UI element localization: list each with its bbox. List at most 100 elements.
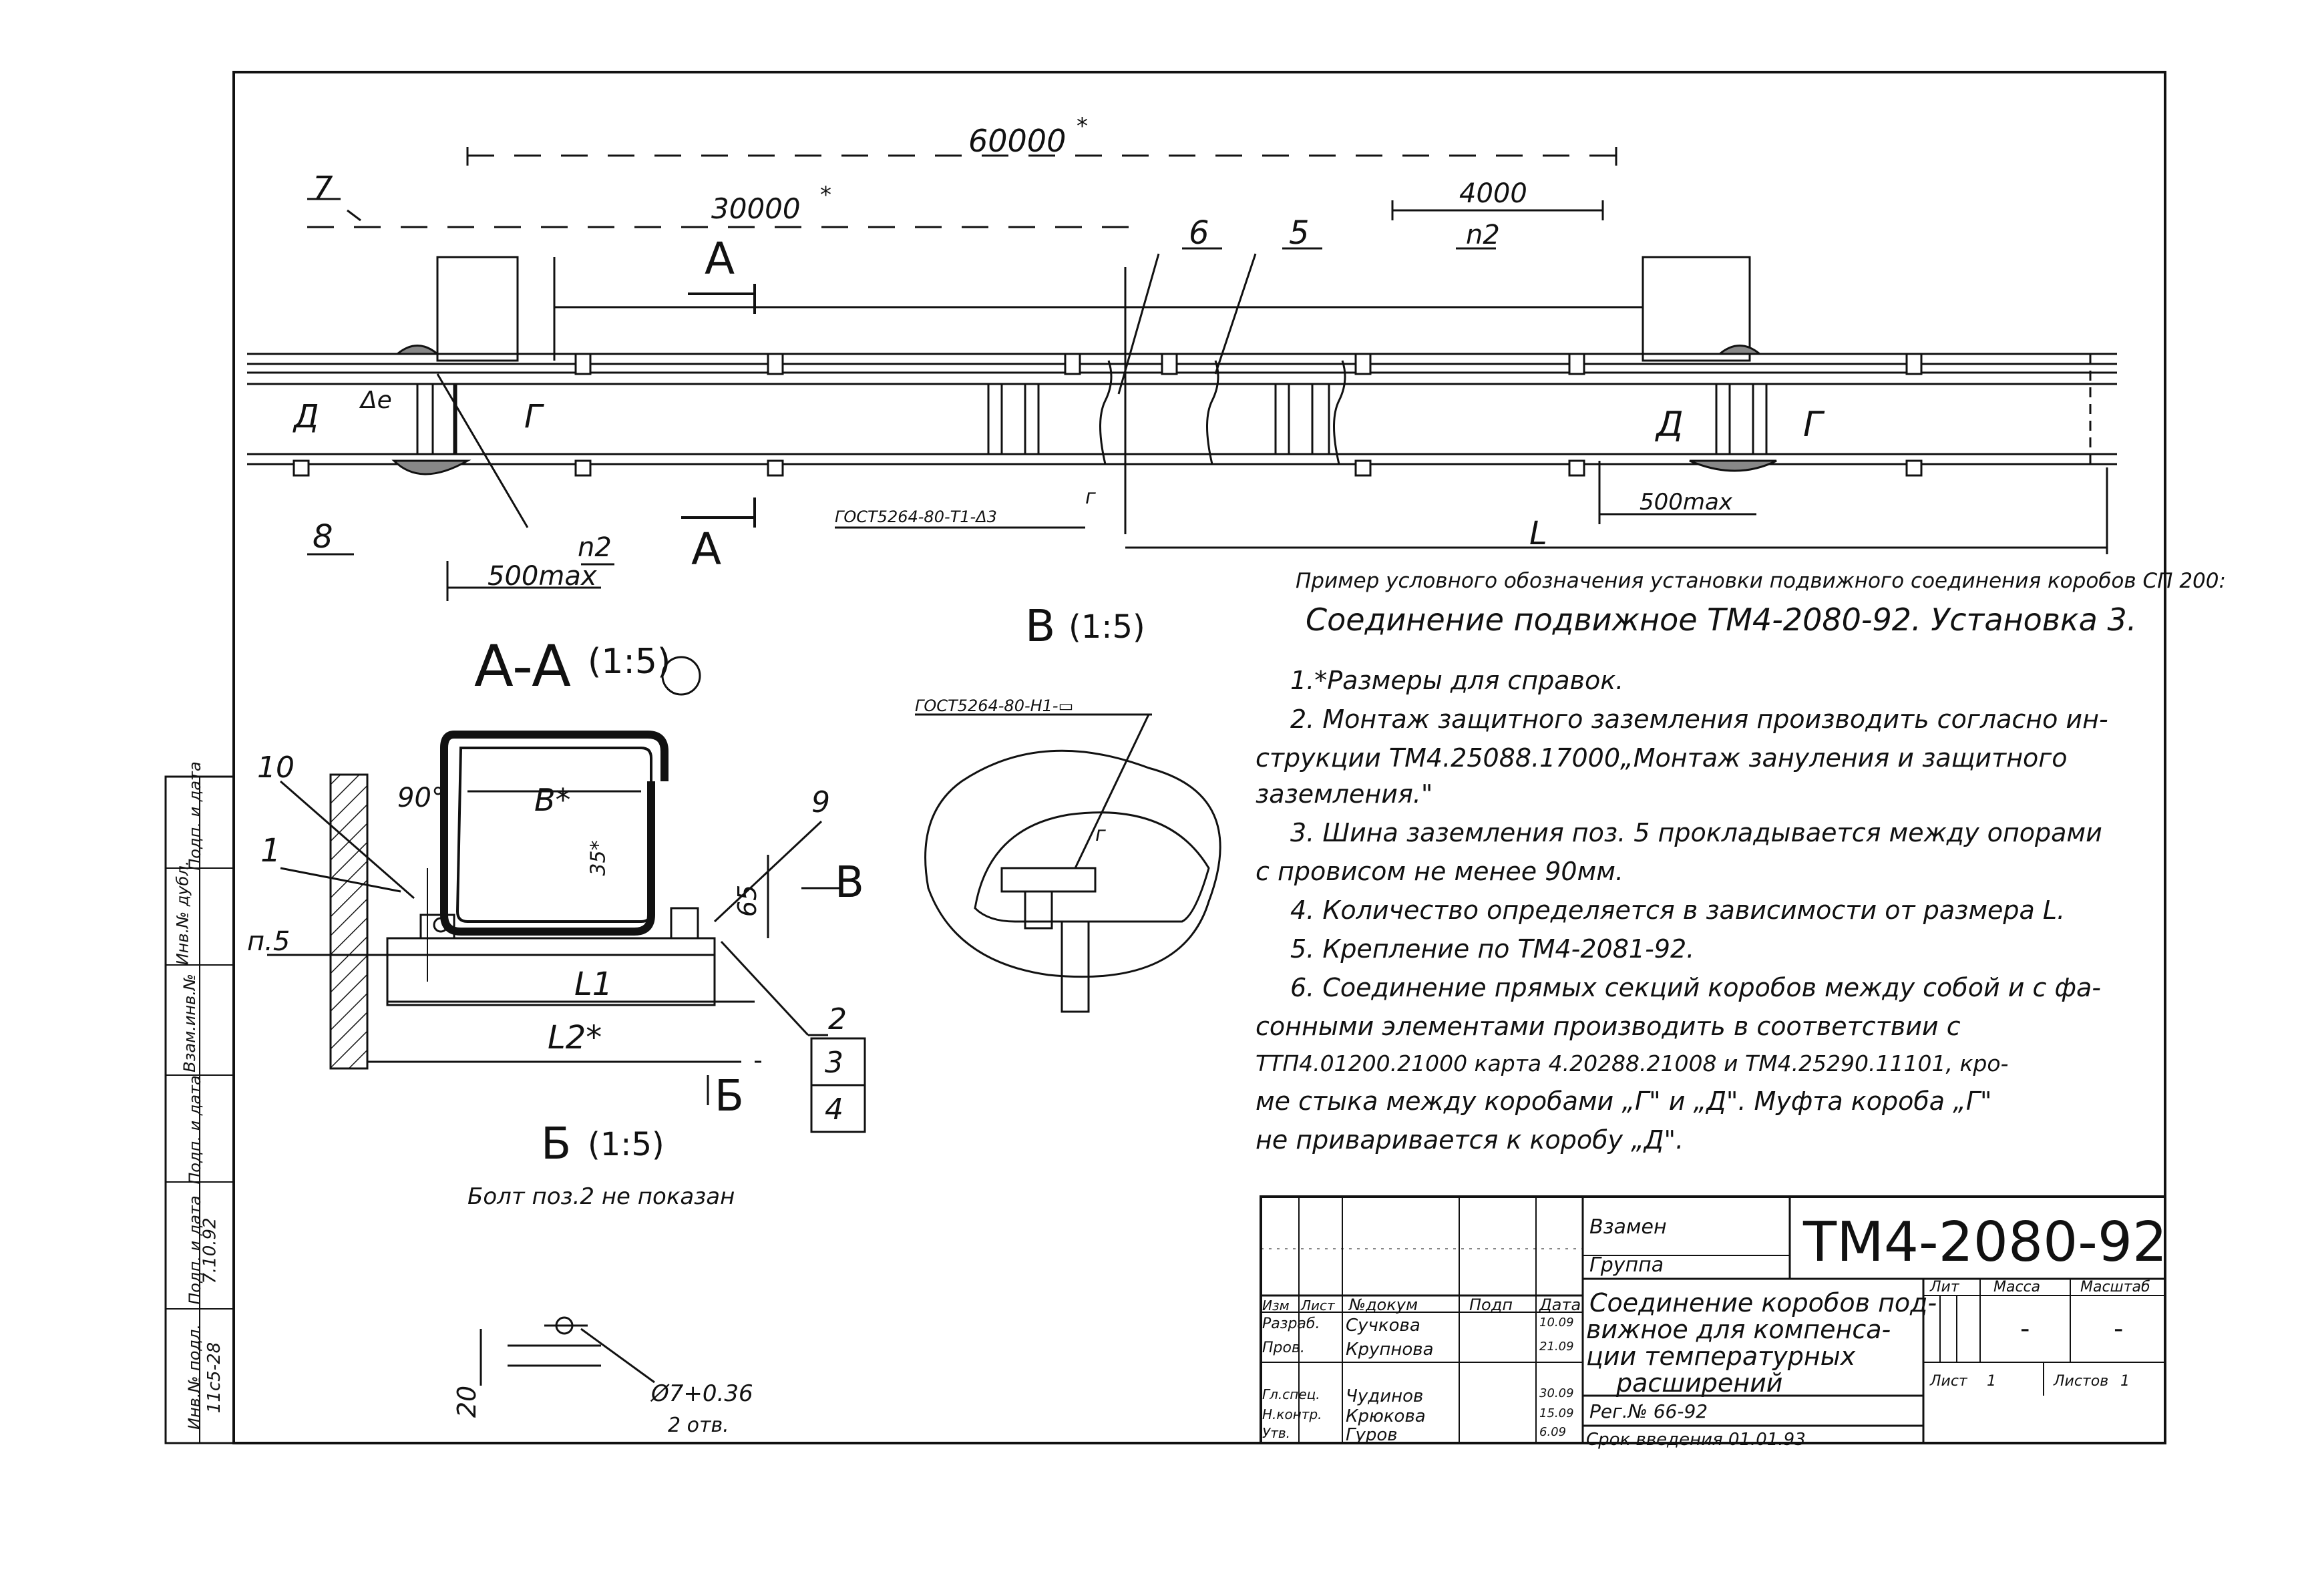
title-block-grid xyxy=(1260,1195,2166,1444)
view-v-weld-ref: ГОСТ5264-80-Н1-▭ xyxy=(915,696,1074,715)
note-line: ме стыка между коробами „Г" и „Д". Муфта… xyxy=(1256,1086,1992,1116)
pitch-count: n2 xyxy=(1466,220,1500,250)
length-l: L xyxy=(1529,515,1547,552)
box-d-left: Д xyxy=(294,398,319,435)
position-7: 7 xyxy=(313,170,333,207)
side-stamp-inv: 11с5-28 xyxy=(204,1342,225,1414)
tb-name: ции температурных xyxy=(1586,1342,1856,1371)
plan-view xyxy=(247,147,2117,601)
box-g-right: Г xyxy=(1803,405,1823,445)
tb-person: Крупнова xyxy=(1346,1340,1434,1360)
section-aa-view xyxy=(267,656,866,1133)
tb-name: Соединение коробов под- xyxy=(1589,1288,1937,1318)
side-stamp-cell: Инв.№ дубл. xyxy=(173,860,192,966)
tb-date: 15.09 xyxy=(1539,1406,1574,1420)
position-10: 10 xyxy=(257,751,295,785)
section-aa-scale: (1:5) xyxy=(588,642,671,682)
gap-de: Δе xyxy=(361,387,392,414)
position-4: 4 xyxy=(825,1092,843,1127)
box-d-right: Д xyxy=(1656,405,1684,445)
width-b: B* xyxy=(534,782,571,818)
drawing-frame xyxy=(232,71,2166,1444)
note-line: ТТП4.01200.21000 карта 4.20288.21008 и Т… xyxy=(1256,1050,2009,1076)
view-v-title: В xyxy=(1025,600,1056,652)
dim-l2: L2* xyxy=(548,1019,602,1056)
max-right: 500max xyxy=(1640,489,1732,516)
tb-date: 6.09 xyxy=(1539,1425,1567,1439)
arrow-v-label: B xyxy=(835,858,864,908)
side-stamp-cell: Инв.№ подл. xyxy=(184,1324,204,1430)
tb-col-list: Лист xyxy=(1301,1298,1335,1314)
tb-date: 21.09 xyxy=(1539,1340,1574,1354)
dim-total-star: * xyxy=(1077,113,1088,140)
tb-col-massa: Масса xyxy=(1993,1279,2041,1295)
tb-date: 30.09 xyxy=(1539,1386,1574,1400)
position-3: 3 xyxy=(825,1046,843,1080)
note-line: не приваривается к коробу „Д". xyxy=(1256,1125,1684,1155)
dim-l1: L1 xyxy=(574,966,613,1003)
tb-role: Утв. xyxy=(1262,1425,1290,1441)
weld-ref-plan: ГОСТ5264-80-Т1-Δ3 xyxy=(835,508,997,526)
tb-col-lit: Лит xyxy=(1930,1279,1959,1295)
position-2: 2 xyxy=(828,1002,847,1036)
section-a-top-label: A xyxy=(705,233,735,284)
tb-name: расширений xyxy=(1616,1368,1783,1398)
tb-code: ТМ4-2080-92 xyxy=(1803,1211,2168,1274)
side-stamp-cell: Подп. и дата xyxy=(185,1075,204,1185)
tb-name: вижное для компенса- xyxy=(1586,1315,1891,1344)
tb-person: Чудинов xyxy=(1346,1386,1424,1406)
tb-list-val: 1 xyxy=(1987,1373,1996,1390)
tb-role: Пров. xyxy=(1262,1340,1305,1356)
tb-masshtab-val: - xyxy=(2114,1314,2124,1344)
tb-listov-val: 1 xyxy=(2120,1373,2130,1390)
tb-role: Гл.спец. xyxy=(1262,1386,1320,1402)
tb-col-doc: №докум xyxy=(1349,1295,1418,1314)
view-b-scale: (1:5) xyxy=(588,1126,664,1163)
position-8: 8 xyxy=(313,518,333,556)
position-9: 9 xyxy=(811,785,830,819)
section-a-bottom-label: A xyxy=(691,524,722,575)
note-line: 4. Количество определяется в зависимости… xyxy=(1290,895,2066,925)
tb-role: Н.контр. xyxy=(1262,1406,1322,1422)
note-line: 2. Монтаж защитного заземления производи… xyxy=(1290,705,2108,734)
example-line1: Пример условного обозначения установки п… xyxy=(1296,569,2226,593)
tb-list-label: Лист xyxy=(1930,1373,1967,1390)
example-line2: Соединение подвижное ТМ4-2080-92. Устано… xyxy=(1306,602,2137,638)
tb-role: Разраб. xyxy=(1262,1316,1320,1332)
angle-90: 90° xyxy=(397,783,445,813)
tb-col-masshtab: Масштаб xyxy=(2080,1279,2150,1295)
arrow-b-label: Б xyxy=(715,1072,744,1121)
dim-65: 65 xyxy=(733,884,763,918)
note-line: 6. Соединение прямых секций коробов межд… xyxy=(1290,973,2101,1002)
tb-person: Крюкова xyxy=(1346,1406,1426,1426)
tb-gruppa: Группа xyxy=(1589,1253,1664,1277)
view-v-detail xyxy=(915,713,1221,1013)
note-line: 5. Крепление по ТМ4-2081-92. xyxy=(1290,934,1695,964)
dim-20: 20 xyxy=(452,1385,482,1418)
position-n5: п.5 xyxy=(247,926,291,957)
position-5: 5 xyxy=(1289,214,1310,252)
side-stamp-strip xyxy=(164,775,235,1444)
side-stamp-cell: Взам.инв.№ xyxy=(180,974,199,1072)
hole-count: 2 отв. xyxy=(668,1414,729,1437)
position-1: 1 xyxy=(260,832,281,869)
dim-35: 35* xyxy=(586,840,610,876)
tb-date: 10.09 xyxy=(1539,1316,1574,1330)
tb-reg: Рег.№ 66-92 xyxy=(1589,1400,1708,1422)
dim-total: 60000 xyxy=(968,123,1067,159)
weld-mark-plan: г xyxy=(1085,485,1096,509)
side-stamp-cell: Подп. и дата xyxy=(185,761,204,871)
position-6: 6 xyxy=(1189,214,1209,252)
note-line: 1.*Размеры для справок. xyxy=(1290,666,1624,695)
tb-massa-val: - xyxy=(2020,1314,2030,1344)
hole-detail xyxy=(480,1316,655,1386)
dim-half-star: * xyxy=(820,182,831,208)
tb-listov-label: Листов xyxy=(2054,1373,2109,1390)
note-line: с провисом не менее 90мм. xyxy=(1256,857,1623,886)
note-line: сонными элементами производить в соответ… xyxy=(1256,1012,1961,1041)
hole-size: Ø7+0.36 xyxy=(651,1380,753,1407)
side-stamp-date: 7.10.92 xyxy=(200,1217,220,1284)
tb-col-podp: Подп xyxy=(1469,1295,1513,1314)
note-line: струкции ТМ4.25088.17000„Монтаж занулени… xyxy=(1256,743,2068,773)
dim-half: 30000 xyxy=(711,192,801,225)
